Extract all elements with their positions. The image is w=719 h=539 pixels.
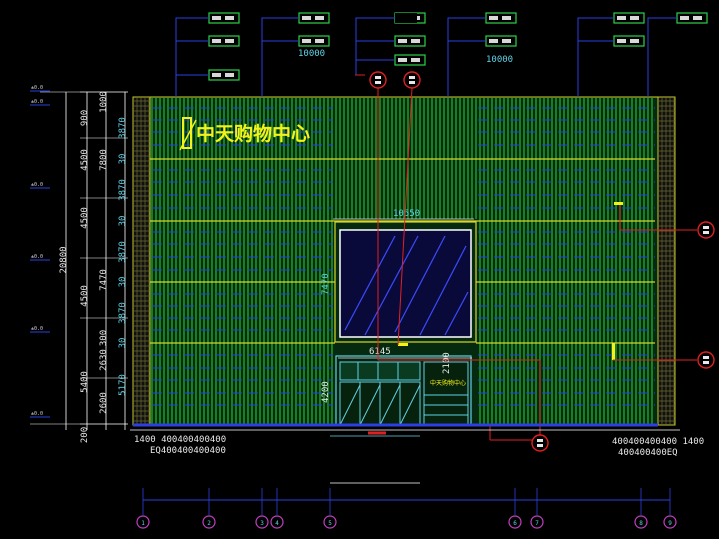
grid-axis-label: 6 (513, 520, 517, 527)
dimension-text: 2600 (99, 392, 109, 414)
door-width-dim: 6145 (369, 347, 391, 357)
level-label: ±0.0 (31, 99, 43, 105)
grid-axis-label: 2 (207, 520, 211, 527)
dimension-text: 200 (80, 427, 90, 443)
dimension-text: 3870 (118, 241, 128, 263)
door-small-dim: 2100 (442, 352, 452, 374)
bottom-right-dims: 400400400400 1400 (612, 437, 704, 447)
grid-axis-label: 5 (328, 520, 332, 527)
dimension-text: 30 (118, 277, 128, 288)
grid-axis-marker: 8 (634, 515, 648, 529)
grid-axis-marker: 2 (202, 515, 216, 529)
grid-axis-marker: 6 (508, 515, 522, 529)
callout-note-2: 10000 (486, 55, 513, 65)
material-callout (175, 69, 240, 97)
grid-axis-marker: 4 (270, 515, 284, 529)
door-sign-text: 中天购物中心 (430, 379, 466, 387)
callout-note-1: 10000 (298, 49, 325, 59)
grid-axis-label: 1 (141, 520, 145, 527)
dimension-text: 5170 (118, 374, 128, 396)
dimension-text: 3870 (118, 117, 128, 139)
material-callout (577, 35, 645, 97)
level-label: ±0.0 (31, 182, 43, 188)
material-callout (647, 12, 708, 97)
facade-marks (398, 202, 623, 360)
dimension-text: 4500 (80, 207, 90, 229)
mall-sign-text: 中天购物中心 (196, 122, 310, 145)
section-symbol (369, 71, 387, 89)
material-callout (577, 12, 645, 97)
window-opening: 10550 7470 (321, 209, 477, 343)
dimension-text: 7800 (99, 149, 109, 171)
facade-blue-panels (152, 107, 655, 406)
opening-width-dim: 10550 (393, 209, 420, 219)
grid-axis-label: 7 (535, 520, 539, 527)
dimension-text: 1000 (99, 91, 109, 113)
section-symbol (697, 221, 715, 239)
grid-axis-marker: 1 (136, 515, 150, 529)
material-callout (447, 35, 517, 97)
section-symbol (697, 351, 715, 369)
dimension-text: 3870 (118, 302, 128, 324)
level-label: ±0.0 (31, 411, 43, 417)
opening-height-dim: 7470 (321, 273, 331, 295)
level-label: ±0.0 (31, 254, 43, 260)
material-callout (355, 54, 426, 75)
level-label: ±0.0 (31, 85, 43, 91)
material-callout (175, 35, 240, 97)
facade-stripes (151, 98, 653, 424)
section-symbol (531, 434, 549, 452)
section-symbol (403, 71, 421, 89)
dimension-text: 900 (80, 110, 90, 126)
dimension-text: 2630 (99, 349, 109, 371)
grid-axis-label: 4 (275, 520, 279, 527)
grid-axis-label: 8 (639, 520, 643, 527)
grid-axis-marker: 7 (530, 515, 544, 529)
red-markers (355, 74, 697, 441)
material-callout (175, 12, 240, 97)
material-callout (261, 35, 330, 97)
grid-axis-marker: 9 (663, 515, 677, 529)
dimension-text: 30 (118, 338, 128, 349)
dimension-text: 7470 (99, 269, 109, 291)
bottom-right-eq: 400400400EQ (618, 448, 678, 458)
mall-sign: 中天购物中心 (179, 117, 310, 151)
bottom-left-dims: 1400 400400400400 (134, 435, 226, 445)
dimension-text: 30 (118, 216, 128, 227)
material-callouts (175, 12, 708, 97)
dimension-text: 5400 (80, 371, 90, 393)
grid-axis-label: 9 (668, 520, 672, 527)
grid-axis-marker: 5 (323, 515, 337, 529)
dimension-text: 30 (118, 154, 128, 165)
grid-axis-markers: 1 2 3 4 5 6 7 8 9 (136, 488, 677, 529)
grid-axis-label: 3 (260, 520, 264, 527)
dimension-text: 4500 (80, 285, 90, 307)
entrance-door: 6145 中天购物中心 4200 2100 (321, 347, 472, 426)
dimension-text: 300 (99, 330, 109, 346)
door-height-dim: 4200 (321, 381, 331, 403)
facade-side-columns (132, 96, 676, 426)
dimension-text: 20800 (59, 246, 69, 273)
left-dimension-chains: 20800 900 4500 4500 4500 5400 200 1000 7800 7470 3… (30, 85, 128, 443)
red-section-symbols (369, 71, 715, 452)
bottom-dimensions: 1400 400400400400 EQ400400400400 4004004… (130, 423, 704, 501)
dimension-text: 4500 (80, 149, 90, 171)
grid-axis-marker: 3 (255, 515, 269, 529)
facade-horizontal-bands (150, 158, 655, 344)
level-label: ±0.0 (31, 326, 43, 332)
bottom-left-eq: EQ400400400400 (150, 446, 226, 456)
dimension-text: 3870 (118, 179, 128, 201)
